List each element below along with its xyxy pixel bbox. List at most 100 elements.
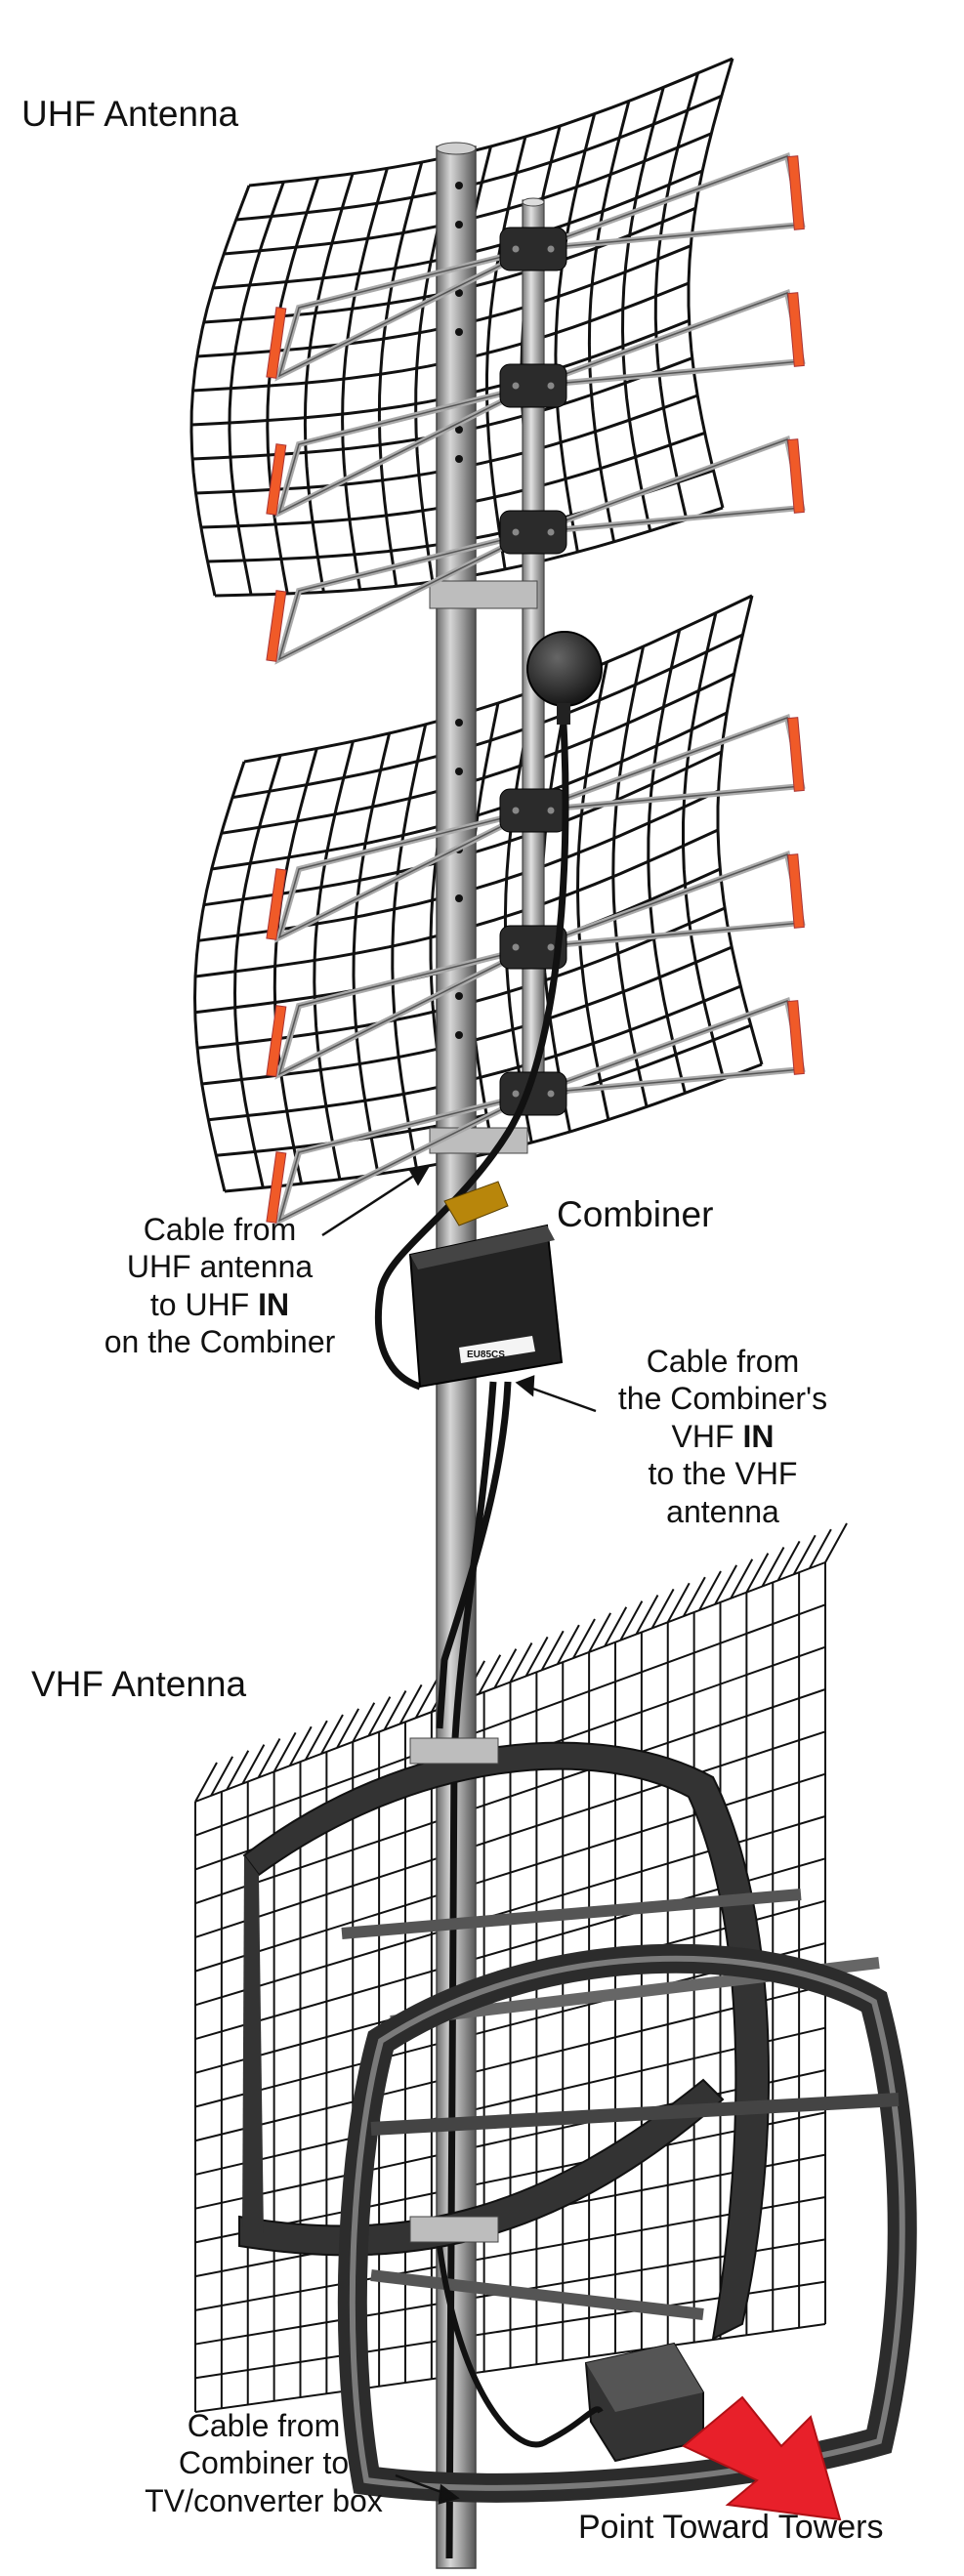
mesh-wire [540, 1630, 565, 1671]
mast-holes [455, 182, 463, 1039]
mesh-wire [194, 1688, 826, 1905]
element-insulator [499, 788, 567, 833]
mesh-wire [194, 1730, 826, 1938]
element-insulator [499, 227, 567, 271]
mesh-wire [666, 1582, 691, 1623]
mast-top [436, 142, 477, 155]
bowtie-wire [277, 385, 534, 515]
cable-uhf-note: Cable from UHF antenna to UHF IN on the … [104, 1212, 336, 1360]
cable-tv-note: Cable from Combiner to TV/converter box [145, 2408, 383, 2518]
mesh-wire [620, 87, 665, 532]
leader-arrows [321, 1165, 597, 2505]
mesh-wire [509, 1642, 533, 1683]
mesh-wire [320, 1714, 344, 1755]
mesh-wire [383, 1690, 407, 1730]
mesh-wire [194, 1603, 826, 1837]
element-tip [266, 307, 287, 379]
mesh-wire [367, 1696, 392, 1737]
mesh-wire [478, 1654, 502, 1695]
bowtie-wire [531, 850, 806, 950]
bowtie-wire [277, 946, 534, 1076]
mesh-wire [414, 1678, 439, 1719]
combiner-tv-cable [445, 1381, 497, 2559]
element-tip [266, 443, 287, 516]
uhf-cable [374, 724, 569, 1391]
mesh-wire [761, 1547, 785, 1587]
element-insulator [499, 510, 567, 555]
mesh-wire [604, 1606, 628, 1647]
point-toward-towers-arrow [682, 2395, 842, 2521]
combiner: EU85CS [408, 1181, 564, 1389]
mesh-wire [687, 58, 734, 509]
combiner-model-label: EU85CS [467, 1350, 505, 1360]
mesh-wire [208, 984, 741, 1122]
combiner-vhf-cable [436, 1381, 512, 1729]
element-insulator [499, 925, 567, 970]
mesh-wire [194, 1984, 826, 2142]
mesh-wire [272, 1731, 297, 1772]
mesh-wire [211, 711, 728, 871]
balun-ball [526, 631, 603, 707]
mesh-wire [493, 1648, 518, 1689]
mesh-wire [235, 94, 723, 222]
mesh-wire [288, 1725, 313, 1766]
uhf-bowtie-elements [266, 151, 806, 1226]
bowtie-wire [277, 810, 534, 939]
mesh-wire [682, 1576, 706, 1617]
mesh-wire [714, 1564, 738, 1605]
mesh-wire [556, 1624, 580, 1665]
mesh-wire [352, 1702, 376, 1743]
bowtie-wire [277, 1093, 534, 1223]
element-tip [266, 1005, 287, 1077]
mesh-wire [745, 1553, 770, 1594]
mesh-wire [243, 594, 753, 764]
mesh-wire [194, 2026, 826, 2176]
uhf-antenna-title: UHF Antenna [21, 94, 239, 134]
mesh-wire [194, 2111, 826, 2244]
mesh-wire [194, 2196, 826, 2311]
mesh-wire [653, 72, 700, 520]
mesh-wire [524, 1636, 549, 1677]
mesh-wire [304, 1720, 328, 1761]
mesh-wire [194, 1762, 218, 1803]
element-tip [266, 1151, 287, 1224]
bowtie-wire [277, 531, 534, 661]
mesh-wire [776, 1540, 801, 1581]
bowtie-wire [531, 288, 806, 389]
mesh-wire [650, 1588, 675, 1629]
mesh-wire [221, 672, 735, 835]
mesh-wire [588, 1612, 612, 1653]
mesh-wire [698, 1570, 722, 1611]
element-tip [787, 1000, 805, 1075]
mesh-wire [248, 57, 733, 187]
mesh-wire [575, 661, 610, 1121]
combiner-label: Combiner [557, 1194, 714, 1234]
element-tip [787, 292, 805, 367]
element-tip [266, 590, 287, 662]
mesh-wire [194, 2323, 826, 2413]
mesh-wire [241, 1744, 266, 1785]
bowtie-wire [531, 713, 806, 813]
mesh-wire [792, 1534, 817, 1575]
mesh-wire [730, 1558, 754, 1600]
element-tip [787, 155, 805, 230]
vhf-antenna [238, 1737, 917, 2503]
element-tip [266, 868, 287, 940]
mesh-wire [210, 1756, 234, 1797]
mesh-wire [572, 1618, 596, 1659]
bowtie-wire [531, 435, 806, 535]
element-tip [787, 853, 805, 929]
element-tip [787, 438, 805, 514]
mesh-wire [226, 1750, 250, 1791]
cable-vhf-note: Cable from the Combiner's VHF IN to the … [617, 1344, 828, 1529]
point-toward-towers-label: Point Toward Towers [578, 2509, 884, 2546]
mesh-wire [824, 1522, 848, 1563]
element-tip [787, 717, 805, 792]
mesh-wire [808, 1528, 832, 1569]
mesh-wire [231, 633, 744, 800]
mesh-wire [336, 1708, 360, 1749]
vhf-antenna-title: VHF Antenna [31, 1664, 247, 1704]
bowtie-wire [277, 248, 534, 378]
mesh-wire [635, 1595, 659, 1635]
